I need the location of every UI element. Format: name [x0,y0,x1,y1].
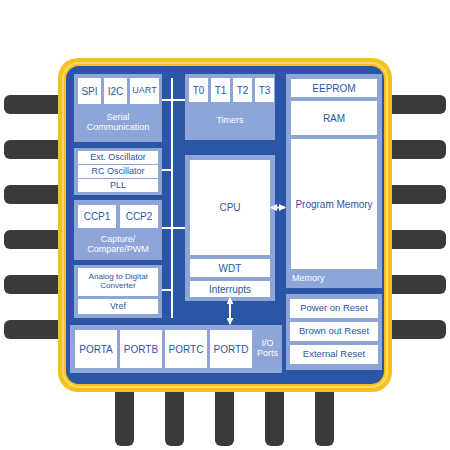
bus-arrow [271,207,285,209]
group-heading: Serial Communication [78,106,158,140]
module-label: RC Oscillator [91,167,144,177]
group-panel: Timers T0 T1 T2 T3 [185,74,275,140]
module-box: Brown out Reset [290,322,378,341]
module-label: T3 [259,85,271,96]
module-label: Vref [110,302,126,312]
group-heading: Timers [189,104,271,138]
module-label: Interrupts [209,284,251,295]
module-box: Vref [78,299,158,314]
module-box: UART [130,78,159,104]
module-box: PORTB [120,330,162,368]
group-panel: Memory EEPROM RAM Program Memory [286,74,382,288]
module-box: PORTA [75,330,117,368]
module-box: CPU [190,160,270,255]
module-box: Program Memory [291,139,377,269]
module-box: PORTD [210,330,252,368]
module-box: SPI [78,78,101,104]
module-label: T2 [237,85,249,96]
module-box: T1 [211,78,230,102]
internal-bus [162,78,185,318]
module-box: Analog to Digital Converter [78,268,158,296]
module-label: T1 [215,85,227,96]
module-label: Ext. Oscillator [90,153,146,163]
module-label: PORTA [79,344,113,355]
module-box: PLL [78,179,158,192]
module-box: T3 [255,78,274,102]
module-box: WDT [190,259,270,277]
bus-arrow [229,298,231,324]
module-box: EEPROM [291,79,377,97]
module-box: Power on Reset [290,299,378,318]
module-label: PLL [110,181,126,191]
module-label: I2C [108,86,124,97]
group-panel: I/O Ports PORTA PORTB PORTC PORTD [70,325,282,373]
module-label: CCP2 [126,211,153,222]
chip-border-inner [63,63,387,387]
module-label: UART [132,86,156,96]
module-box: Ext. Oscillator [78,151,158,164]
module-label: Program Memory [295,199,372,210]
module-box: I2C [104,78,127,104]
module-label: EEPROM [312,83,355,94]
module-box: RC Oscillator [78,165,158,178]
module-label: PORTB [124,344,158,355]
module-label: Power on Reset [300,303,368,313]
module-box: T2 [233,78,252,102]
chip-border [58,58,392,392]
module-label: Brown out Reset [299,326,369,336]
module-label: CPU [219,202,240,213]
module-label: T0 [193,85,205,96]
group-heading: I/O Ports [254,327,281,371]
module-label: PORTD [214,344,249,355]
group-panel: Capture/ Compare/PWM CCP1 CCP2 [74,200,162,260]
module-label: WDT [219,263,242,274]
module-box: CCP1 [78,205,116,228]
module-label: RAM [323,113,345,124]
module-box: Interrupts [190,281,270,297]
module-box: CCP2 [120,205,158,228]
module-box: T0 [189,78,208,102]
group-panel: Serial Communication SPI I2C UART [74,74,162,142]
module-label: PORTC [169,344,204,355]
chip-body [66,66,384,384]
group-heading: Capture/ Compare/PWM [78,231,158,259]
module-label: External Reset [303,349,365,359]
group-heading: Memory [292,272,376,286]
module-label: SPI [81,86,97,97]
module-label: Analog to Digital Converter [78,273,158,291]
module-label: CCP1 [84,211,111,222]
module-box: PORTC [165,330,207,368]
module-box: External Reset [290,345,378,364]
module-box: RAM [291,101,377,135]
